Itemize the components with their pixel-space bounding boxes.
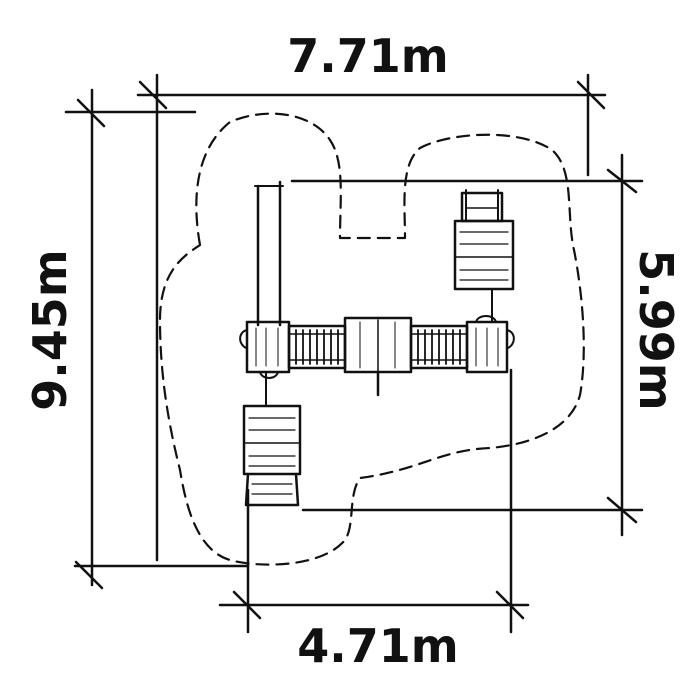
dimension-left: 9.45m <box>23 88 250 590</box>
dimension-label-right: 5.99m <box>629 249 683 410</box>
dimension-label-bottom: 4.71m <box>297 619 458 673</box>
upper-right-deck <box>453 219 515 291</box>
lower-left-deck <box>242 404 302 476</box>
dimension-top: 7.71m <box>136 29 607 562</box>
vertical-post <box>254 180 284 327</box>
dimension-bottom: 4.71m <box>218 368 530 673</box>
dimension-right: 5.99m <box>290 153 683 537</box>
lower-left-slide <box>242 371 302 507</box>
safety-zone-outline <box>158 112 585 566</box>
central-structure <box>239 315 515 397</box>
upper-right-ladder <box>453 189 515 323</box>
right-platform <box>465 320 509 374</box>
dimension-label-top: 7.71m <box>287 29 448 83</box>
left-platform <box>245 320 291 374</box>
dimension-label-left: 9.45m <box>23 249 77 410</box>
